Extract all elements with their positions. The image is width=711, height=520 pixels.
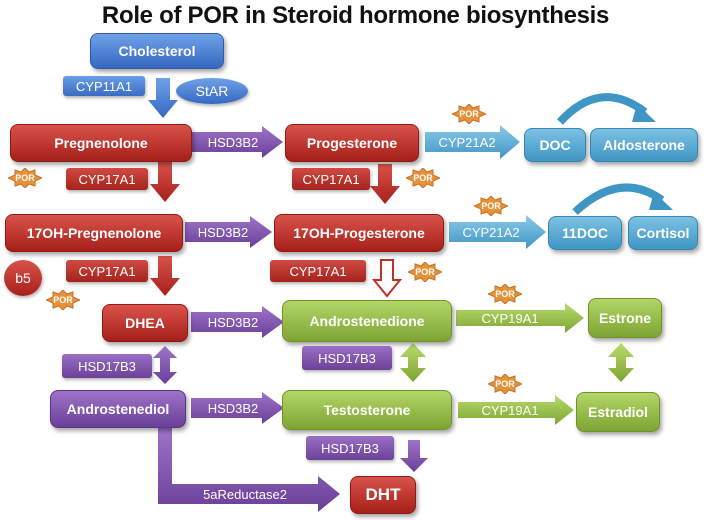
node-17oh-progesterone[interactable]: 17OH-Progesterone [274, 214, 444, 252]
por-starburst-icon [474, 196, 508, 216]
enzyme-cyp19a1-1: CYP19A1 [481, 310, 539, 326]
enzyme-hsd3b2-4: HSD3B2 [207, 400, 259, 416]
node-estrone[interactable]: Estrone [588, 298, 662, 338]
por-starburst-icon [406, 168, 440, 188]
arrow-dhea-androstenediol [153, 346, 177, 384]
por-starburst-icon [46, 290, 80, 310]
curved-arrow-11doc-cortisol [572, 183, 665, 215]
enzyme-hsd17b3-2: HSD17B3 [302, 346, 392, 370]
node-testosterone[interactable]: Testosterone [282, 390, 452, 430]
enzyme-cyp21a2-1: CYP21A2 [438, 134, 496, 150]
arrow-cholesterol-pregnenolone [148, 78, 178, 118]
arrow-cyp19a1-row1 [456, 303, 584, 333]
por-badge-6: POR [46, 290, 80, 310]
enzyme-hsd17b3-1: HSD17B3 [62, 354, 152, 378]
diagram-title: Role of POR in Steroid hormone biosynthe… [101, 2, 610, 29]
enzyme-cyp17a1-4: CYP17A1 [270, 260, 366, 282]
node-11doc[interactable]: 11DOC [548, 216, 622, 250]
node-dht[interactable]: DHT [350, 476, 416, 514]
curved-arrow-head-1 [632, 104, 656, 122]
enzyme-cyp17a1-2: CYP17A1 [292, 168, 370, 190]
enzyme-cyp11a1: CYP11A1 [63, 76, 145, 96]
node-estradiol[interactable]: Estradiol [576, 392, 660, 432]
arrow-5areductase2 [158, 428, 340, 512]
arrow-cyp17a1-pregnenolone [150, 162, 180, 202]
por-badge-7: POR [488, 284, 522, 304]
arrow-hsd3b2-row4 [191, 392, 284, 424]
node-17oh-pregnenolone[interactable]: 17OH-Pregnenolone [5, 214, 183, 252]
enzyme-hsd3b2-1: HSD3B2 [207, 134, 259, 150]
node-androstenediol[interactable]: Androstenediol [50, 390, 186, 428]
node-doc[interactable]: DOC [524, 128, 586, 162]
arrow-hsd17b3-testosterone [400, 440, 428, 472]
enzyme-cyp19a1-2: CYP19A1 [481, 402, 539, 418]
arrow-estrone-estradiol [608, 343, 634, 382]
enzyme-hsd17b3-3: HSD17B3 [306, 436, 394, 460]
por-label: POR [481, 201, 501, 211]
node-dhea[interactable]: DHEA [102, 304, 188, 342]
por-badge-4: POR [474, 196, 508, 216]
enzyme-hsd3b2-2: HSD3B2 [197, 224, 249, 240]
arrow-hsd3b2-row1 [191, 126, 283, 158]
arrow-cyp21a2-row2 [449, 215, 546, 249]
por-starburst-icon [408, 262, 442, 282]
por-label: POR [495, 379, 515, 389]
por-badge-2: POR [406, 168, 440, 188]
arrow-cyp21a2-row1 [425, 125, 520, 159]
por-badge-5: POR [408, 262, 442, 282]
node-cortisol[interactable]: Cortisol [628, 216, 698, 250]
por-badge-8: POR [488, 374, 522, 394]
arrow-cyp19a1-row2 [458, 395, 574, 425]
por-label: POR [459, 109, 479, 119]
enzyme-cyp17a1-1: CYP17A1 [66, 168, 148, 190]
por-label: POR [53, 295, 73, 305]
por-starburst-icon [452, 104, 486, 124]
curved-arrow-head-2 [649, 192, 673, 210]
por-label: POR [15, 173, 35, 183]
cofactor-b5: b5 [4, 260, 42, 296]
arrow-hsd3b2-row2 [185, 216, 272, 248]
node-aldosterone[interactable]: Aldosterone [590, 128, 698, 162]
enzyme-hsd3b2-3: HSD3B2 [207, 314, 259, 330]
arrow-cyp17a1-oh-progesterone [371, 259, 403, 298]
arrow-androstenedione-testosterone [400, 343, 426, 382]
por-starburst-icon [8, 168, 42, 188]
por-badge-1: POR [8, 168, 42, 188]
node-progesterone[interactable]: Progesterone [285, 124, 419, 162]
node-androstenedione[interactable]: Androstenedione [282, 300, 452, 342]
arrow-hsd3b2-row3 [191, 306, 284, 338]
enzyme-star: StAR [176, 78, 248, 104]
curved-arrow-doc-aldosterone [557, 93, 648, 125]
enzyme-cyp17a1-3: CYP17A1 [66, 260, 148, 282]
node-cholesterol[interactable]: Cholesterol [90, 33, 224, 69]
por-label: POR [413, 173, 433, 183]
arrow-cyp17a1-progesterone [370, 164, 400, 204]
por-label: POR [495, 289, 515, 299]
enzyme-cyp21a2-2: CYP21A2 [462, 224, 520, 240]
por-label: POR [415, 267, 435, 277]
por-starburst-icon [488, 284, 522, 304]
arrow-cyp17a1-oh-pregnenolone [150, 256, 180, 296]
enzyme-5areductase2: 5aReductase2 [203, 486, 287, 502]
por-badge-3: POR [452, 104, 486, 124]
node-pregnenolone[interactable]: Pregnenolone [10, 124, 192, 162]
por-starburst-icon [488, 374, 522, 394]
